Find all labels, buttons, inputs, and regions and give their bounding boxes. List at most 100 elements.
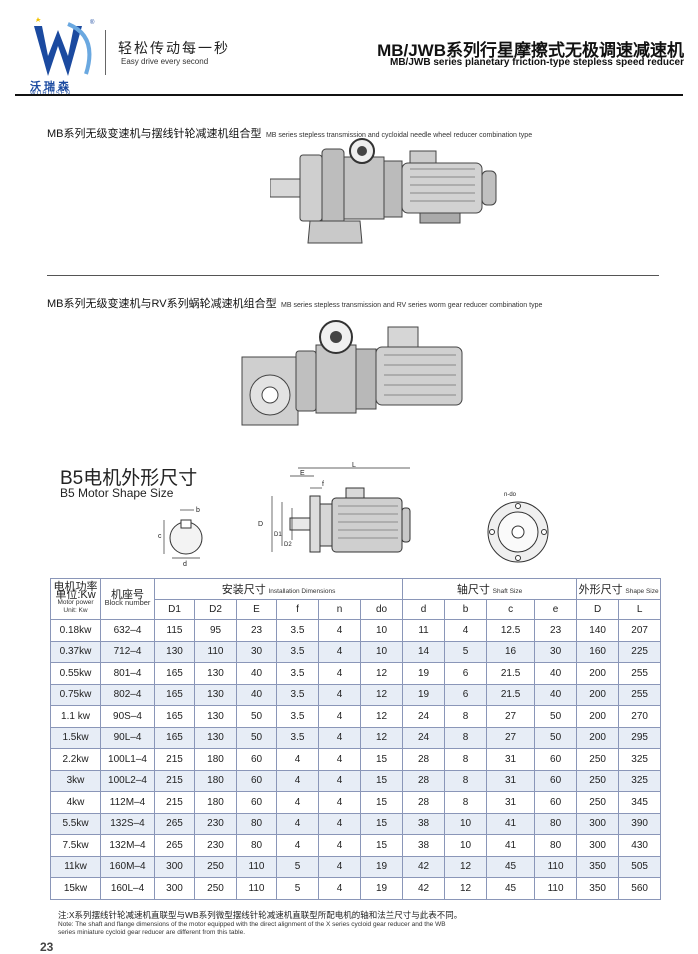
section1-label-en: MB series stepless transmission and cycl… <box>265 132 533 139</box>
table-cell: 4 <box>318 769 361 792</box>
table-cell: 300 <box>154 877 195 900</box>
table-cell: 80 <box>534 812 578 835</box>
column-header: L <box>618 599 662 620</box>
header-shape: 外形尺寸 Shape Size <box>576 578 662 600</box>
table-cell: 60 <box>534 791 578 814</box>
table-cell: 4 <box>276 769 319 792</box>
table-header-group-row: 电机功率 单位:Kw Motor power Unit: Kw 机座号 Bloc… <box>50 578 662 620</box>
table-cell: 12 <box>359 726 404 749</box>
table-cell: 14 <box>402 640 446 663</box>
table-cell: 165 <box>154 705 195 728</box>
cell-frame: 801–4 <box>100 662 155 685</box>
table-cell: 31 <box>486 769 536 792</box>
table-cell: 4 <box>444 619 488 642</box>
table-cell: 4 <box>276 791 319 814</box>
table-cell: 250 <box>576 791 620 814</box>
column-header: d <box>402 599 446 620</box>
cell-motor-power: 5.5kw <box>50 812 101 835</box>
table-cell: 165 <box>154 683 195 706</box>
cell-motor-power: 1.1 kw <box>50 705 101 728</box>
table-cell: 19 <box>359 855 404 878</box>
table-cell: 10 <box>444 834 488 857</box>
table-cell: 110 <box>236 855 277 878</box>
dim-label-d: d <box>183 561 187 568</box>
table-cell: 50 <box>534 726 578 749</box>
header-installation: 安装尺寸 Installation Dimensions <box>153 578 404 600</box>
header-power-unit-en: Unit: Kw <box>63 607 88 614</box>
table-cell: 4 <box>318 705 361 728</box>
cell-frame: 112M–4 <box>100 791 155 814</box>
table-cell: 24 <box>402 726 446 749</box>
table-cell: 115 <box>154 619 195 642</box>
slogan-en: Easy drive every second <box>121 57 209 66</box>
table-cell: 45 <box>486 855 536 878</box>
section2-label-cn: MB系列无级变速机与RV系列蜗轮减速机组合型 <box>47 298 277 310</box>
table-cell: 5 <box>276 855 319 878</box>
table-cell: 80 <box>236 834 277 857</box>
table-cell: 6 <box>444 683 488 706</box>
table-cell: 250 <box>576 769 620 792</box>
header-shape-en: Shape Size <box>625 588 659 595</box>
table-cell: 5 <box>444 640 488 663</box>
table-cell: 19 <box>402 662 446 685</box>
table-cell: 41 <box>486 834 536 857</box>
dim-label-D2: D2 <box>284 542 292 548</box>
table-note-en-line2: series miniature cycloid gear reducer ar… <box>58 929 246 936</box>
section1-label: MB系列无级变速机与摆线针轮减速机组合型 MB series stepless … <box>47 124 532 142</box>
table-cell: 5 <box>276 877 319 900</box>
column-header: c <box>486 599 536 620</box>
table-cell: 8 <box>444 748 488 771</box>
table-cell: 215 <box>154 769 195 792</box>
dim-label-n-do: n-do <box>504 492 517 498</box>
dim-label-D1: D1 <box>274 532 282 538</box>
b5-title-cn: B5电机外形尺寸 <box>60 468 198 489</box>
table-cell: 4 <box>276 812 319 835</box>
dim-label-c: c <box>158 533 162 540</box>
dim-label-b: b <box>196 507 200 514</box>
cell-frame: 132S–4 <box>100 812 155 835</box>
table-cell: 50 <box>534 705 578 728</box>
table-cell: 60 <box>236 748 277 771</box>
table-cell: 180 <box>194 791 237 814</box>
table-cell: 8 <box>444 726 488 749</box>
table-cell: 42 <box>402 877 446 900</box>
motor-side-view-drawing: L E f D D1 D2 <box>258 462 411 553</box>
table-cell: 110 <box>236 877 277 900</box>
cell-frame: 160M–4 <box>100 855 155 878</box>
column-header: e <box>534 599 578 620</box>
brand-name-cn: 沃瑞森 <box>30 81 72 93</box>
table-cell: 15 <box>359 834 404 857</box>
table-cell: 23 <box>236 619 277 642</box>
table-cell: 300 <box>154 855 195 878</box>
table-cell: 207 <box>618 619 662 642</box>
table-cell: 31 <box>486 791 536 814</box>
table-cell: 60 <box>236 769 277 792</box>
table-cell: 130 <box>154 640 195 663</box>
table-cell: 38 <box>402 834 446 857</box>
table-cell: 3.5 <box>276 726 319 749</box>
table-cell: 12 <box>444 877 488 900</box>
cell-motor-power: 0.18kw <box>50 619 101 642</box>
table-cell: 4 <box>318 748 361 771</box>
header-rule <box>15 94 683 96</box>
table-cell: 130 <box>194 662 237 685</box>
table-cell: 8 <box>444 791 488 814</box>
table-cell: 31 <box>486 748 536 771</box>
table-cell: 250 <box>576 748 620 771</box>
shaft-key-section-drawing: b c d <box>158 507 203 568</box>
cell-frame: 100L2–4 <box>100 769 155 792</box>
table-cell: 60 <box>534 769 578 792</box>
column-header: E <box>236 599 277 620</box>
table-cell: 225 <box>618 640 662 663</box>
table-cell: 270 <box>618 705 662 728</box>
column-header: b <box>444 599 488 620</box>
dim-label-f: f <box>322 481 324 488</box>
header-shaft: 轴尺寸 Shaft Size <box>402 578 578 600</box>
table-cell: 30 <box>534 640 578 663</box>
table-cell: 60 <box>236 791 277 814</box>
header-installation-en: Installation Dimensions <box>268 588 336 595</box>
table-cell: 40 <box>534 662 578 685</box>
header-divider <box>105 30 106 75</box>
